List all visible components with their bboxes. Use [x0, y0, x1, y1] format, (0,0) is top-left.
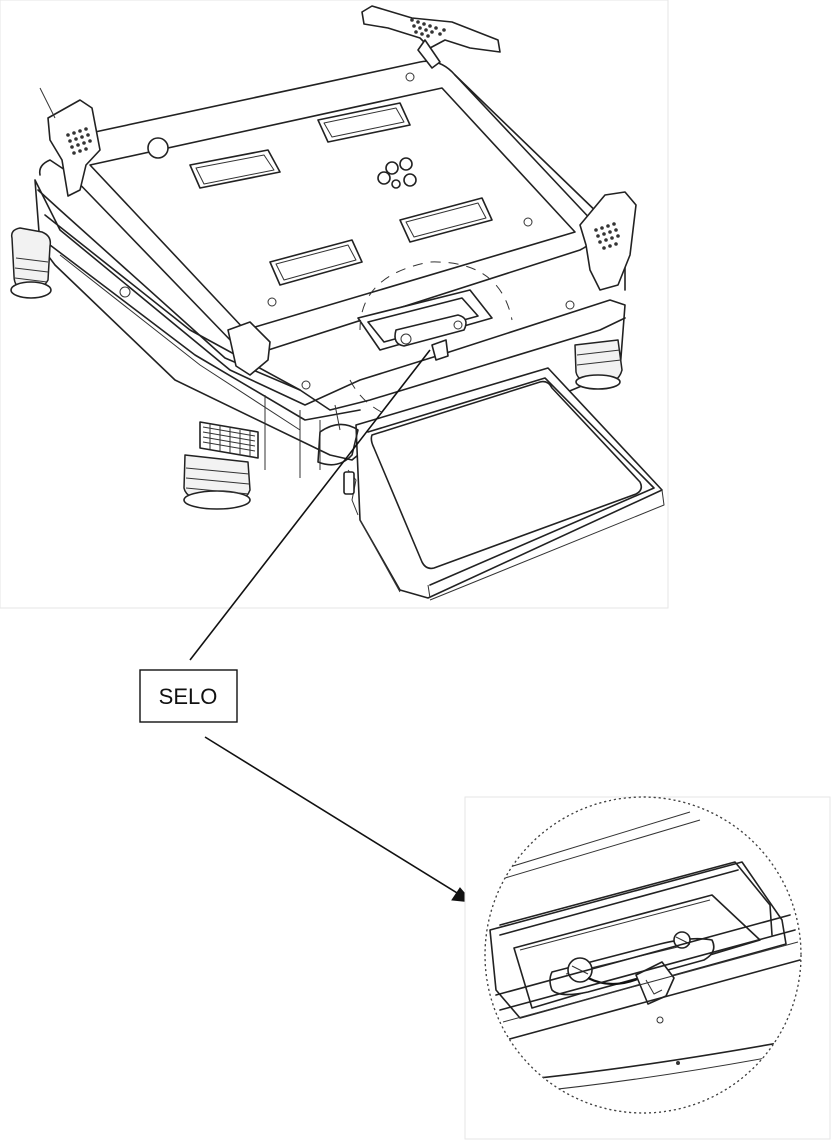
main-illustration-panel: [0, 0, 669, 609]
seal-detail-magnified: [489, 811, 801, 1093]
seal-housing: [357, 289, 493, 361]
corner-bracket-front: [227, 321, 271, 376]
callout-label: SELO: [159, 684, 218, 709]
center-screws: [377, 157, 417, 189]
corner-bracket-right: [579, 191, 637, 291]
detail-panel: [464, 796, 831, 1140]
callout: SELO: [139, 349, 474, 903]
leader-line: [189, 349, 431, 661]
corner-bracket-top: [361, 5, 501, 69]
vent-grille: [199, 421, 259, 459]
arrow-line: [204, 736, 463, 897]
corner-bracket-left: [39, 87, 101, 197]
display-unit: [343, 367, 665, 601]
platform-pads: [189, 102, 493, 286]
foot-front-left: [183, 454, 251, 510]
callout-box: [139, 669, 238, 723]
foot-left: [10, 227, 52, 299]
foot-right: [574, 339, 623, 390]
scale-illustration: [10, 5, 665, 601]
